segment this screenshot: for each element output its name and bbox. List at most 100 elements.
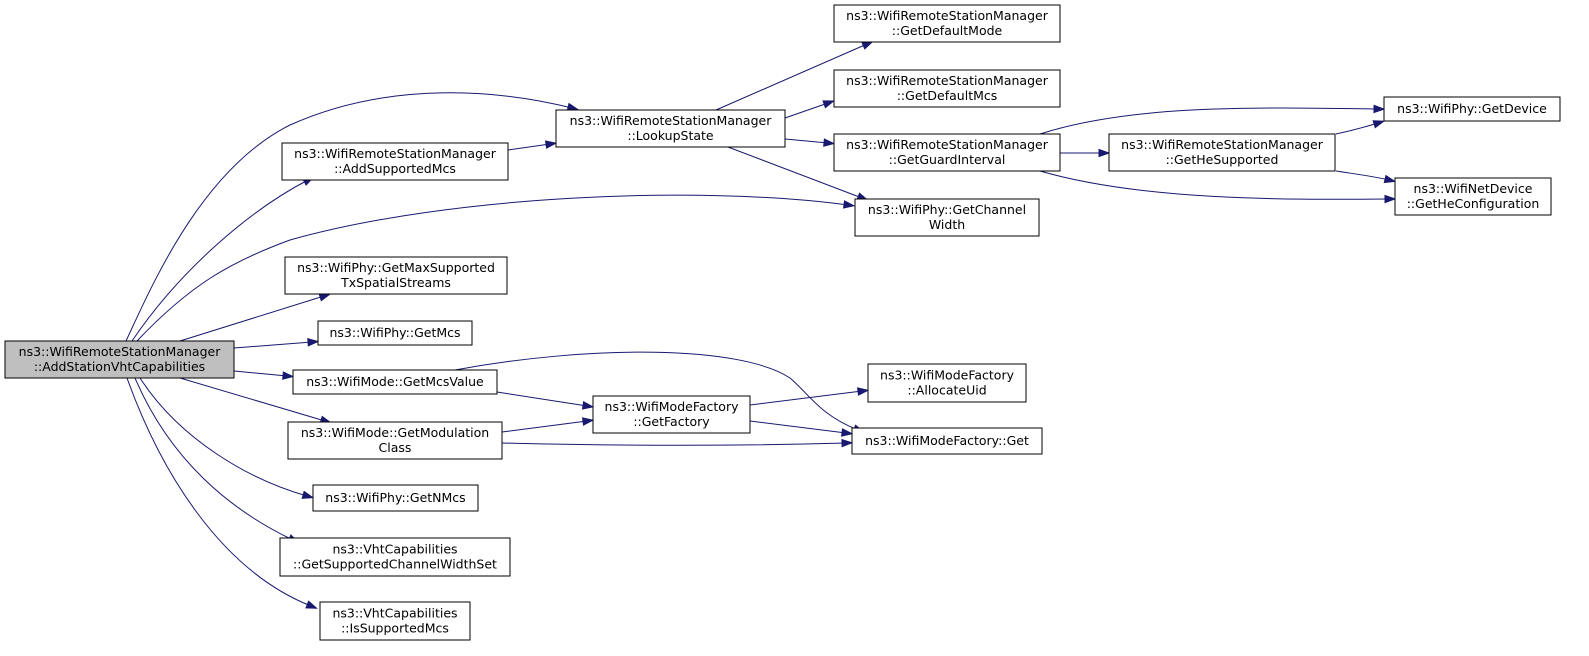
edge-root-to-get-max-supported-tx: [179, 293, 332, 342]
edge-root-to-get-supported-cw-set: [134, 377, 300, 544]
edge-line: [1039, 107, 1379, 135]
edge-line: [784, 102, 829, 119]
edge-arrowhead: [861, 41, 874, 50]
edge-arrowhead: [282, 371, 295, 380]
edge-arrowhead: [305, 600, 318, 609]
node-box: [319, 601, 471, 641]
edge-get-guard-interval-to-get-he-configuration: [1039, 170, 1397, 204]
edge-line: [1039, 170, 1390, 200]
node-label-line: ns3::WifiRemoteStationManager: [294, 146, 497, 161]
edge-get-guard-interval-to-get-he-supported: [1060, 148, 1111, 158]
node-label-line: Class: [379, 440, 412, 455]
node-box: [1383, 96, 1561, 122]
edge-root-to-get-mcs-value: [233, 370, 295, 380]
edge-root-to-is-supported-mcs: [126, 377, 318, 609]
node-label-line: ns3::WifiPhy::GetMcs: [329, 325, 460, 340]
node-box: [281, 142, 509, 181]
edge-arrowhead: [318, 293, 332, 302]
node-get-default-mode[interactable]: ns3::WifiRemoteStationManager::GetDefaul…: [833, 4, 1061, 43]
node-get-supported-cw-set[interactable]: ns3::VhtCapabilities::GetSupportedChanne…: [279, 537, 511, 577]
node-get-guard-interval[interactable]: ns3::WifiRemoteStationManager::GetGuardI…: [833, 133, 1061, 172]
node-label-line: ns3::VhtCapabilities: [332, 606, 457, 621]
node-get-mcs-value[interactable]: ns3::WifiMode::GetMcsValue: [292, 369, 498, 395]
node-get-n-mcs[interactable]: ns3::WifiPhy::GetNMcs: [312, 484, 479, 512]
node-label-line: ns3::WifiRemoteStationManager: [19, 344, 222, 359]
node-box: [555, 109, 786, 148]
edge-arrowhead: [823, 138, 836, 147]
edge-line: [784, 138, 829, 144]
edge-line: [179, 295, 325, 342]
node-label-line: ::IsSupportedMcs: [341, 621, 449, 636]
edge-root-to-get-mcs: [233, 338, 320, 349]
edge-line: [749, 420, 847, 434]
node-is-supported-mcs[interactable]: ns3::VhtCapabilities::IsSupportedMcs: [319, 601, 471, 641]
node-label-line: ns3::WifiPhy::GetDevice: [1397, 101, 1547, 116]
edge-arrowhead: [856, 387, 870, 396]
node-label-line: ::GetHeConfiguration: [1407, 196, 1540, 211]
node-box: [854, 198, 1040, 237]
edge-line: [727, 146, 863, 199]
node-root[interactable]: ns3::WifiRemoteStationManager::AddStatio…: [4, 340, 235, 379]
node-label-line: ns3::WifiRemoteStationManager: [570, 113, 773, 128]
edge-root-to-lookup-state: [125, 92, 580, 342]
node-label-line: ns3::WifiMode::GetMcsValue: [306, 374, 484, 389]
edge-line: [125, 92, 573, 342]
edge-line: [136, 194, 849, 342]
node-get-mcs[interactable]: ns3::WifiPhy::GetMcs: [317, 320, 473, 346]
edge-arrowhead: [581, 417, 595, 426]
edge-arrowhead: [307, 338, 320, 347]
edge-line: [134, 377, 294, 541]
edge-root-to-get-n-mcs: [139, 377, 315, 499]
node-get-he-configuration[interactable]: ns3::WifiNetDevice::GetHeConfiguration: [1394, 177, 1552, 216]
edge-line: [1335, 170, 1390, 181]
node-label-line: ns3::WifiRemoteStationManager: [846, 73, 1049, 88]
node-get-device[interactable]: ns3::WifiPhy::GetDevice: [1383, 96, 1561, 122]
node-box: [292, 369, 498, 395]
node-get-factory[interactable]: ns3::WifiModeFactory::GetFactory: [592, 395, 751, 434]
edge-arrowhead: [822, 100, 836, 109]
node-label-line: ::AddStationVhtCapabilities: [34, 359, 205, 374]
node-lookup-state[interactable]: ns3::WifiRemoteStationManager::LookupSta…: [555, 109, 786, 148]
node-add-supported-mcs[interactable]: ns3::WifiRemoteStationManager::AddSuppor…: [281, 142, 509, 181]
node-box: [851, 427, 1043, 455]
node-get-default-mcs[interactable]: ns3::WifiRemoteStationManager::GetDefaul…: [833, 69, 1061, 108]
node-label-line: ::GetGuardInterval: [889, 152, 1006, 167]
nodes-layer: ns3::WifiRemoteStationManager::AddStatio…: [4, 4, 1561, 641]
node-label-line: TxSpatialStreams: [340, 275, 451, 290]
node-box: [592, 395, 751, 434]
node-get-max-supported-tx[interactable]: ns3::WifiPhy::GetMaxSupportedTxSpatialSt…: [284, 256, 508, 295]
node-box: [317, 320, 473, 346]
node-label-line: ns3::WifiNetDevice: [1414, 181, 1533, 196]
edge-get-he-supported-to-get-he-configuration: [1335, 170, 1397, 184]
node-box: [1394, 177, 1552, 216]
edges-layer: [125, 41, 1397, 609]
node-factory-get[interactable]: ns3::WifiModeFactory::Get: [851, 427, 1043, 455]
edge-get-factory-to-allocate-uid: [749, 387, 870, 406]
node-label-line: ns3::WifiPhy::GetMaxSupported: [297, 260, 495, 275]
edge-arrowhead: [1384, 194, 1397, 204]
node-label-line: ns3::WifiPhy::GetChannel: [868, 202, 1026, 217]
edge-line: [507, 143, 551, 151]
node-label-line: ns3::WifiModeFactory: [605, 399, 740, 414]
edge-arrowhead: [842, 200, 856, 209]
node-label-line: Width: [929, 217, 965, 232]
edge-arrowhead: [840, 428, 854, 437]
edge-arrowhead: [566, 102, 580, 112]
edge-get-guard-interval-to-get-device: [1039, 104, 1386, 135]
node-allocate-uid[interactable]: ns3::WifiModeFactory::AllocateUid: [867, 363, 1027, 403]
node-label-line: ns3::WifiRemoteStationManager: [846, 137, 1049, 152]
edge-arrowhead: [1373, 104, 1386, 114]
node-label-line: ::GetFactory: [633, 414, 710, 429]
node-get-he-supported[interactable]: ns3::WifiRemoteStationManager::GetHeSupp…: [1108, 133, 1336, 172]
edge-line: [501, 420, 588, 433]
edge-get-he-supported-to-get-device: [1335, 120, 1386, 135]
edge-arrowhead: [841, 438, 854, 448]
edge-line: [131, 179, 309, 342]
edge-lookup-state-to-get-default-mcs: [784, 100, 836, 119]
node-label-line: ::GetHeSupported: [1166, 152, 1279, 167]
edge-arrowhead: [544, 140, 558, 149]
edge-add-supported-mcs-to-lookup-state: [507, 140, 558, 151]
edge-line: [1335, 122, 1379, 135]
